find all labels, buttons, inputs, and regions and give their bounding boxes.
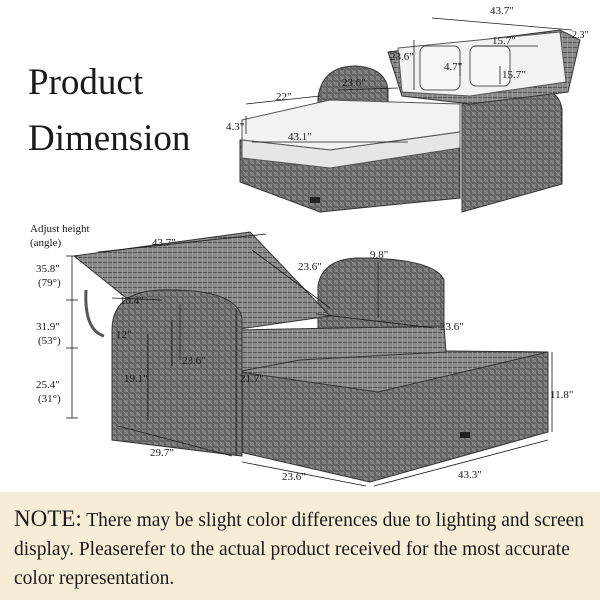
note-label: NOTE: xyxy=(14,506,82,531)
back-length-label: 23.6" xyxy=(298,261,322,273)
height-3-angle: (31°) xyxy=(38,393,61,405)
overall-depth-label: 29.7" xyxy=(150,447,174,459)
height-1-angle: (79°) xyxy=(38,277,61,289)
height-1-value: 35.8" xyxy=(36,263,60,275)
leg-height-label: 19.1" xyxy=(124,373,148,385)
bottom-dimension-lines xyxy=(66,233,553,487)
top-depth-right-label: 2.3" xyxy=(572,30,589,41)
seat-length-label: 23.6" xyxy=(440,321,464,333)
title-product: Product xyxy=(28,62,144,103)
top-seat-width-label: 43.1" xyxy=(288,131,312,143)
product-illustration: 43.7" 2.3" 23.6" 15.7" 4.7" 15.7" 23.6" … xyxy=(30,5,589,487)
top-cushion-height-label: 4.3" xyxy=(226,121,244,133)
top-pillow-thickness-label: 4.7" xyxy=(444,61,462,73)
height-2-angle: (53°) xyxy=(38,335,61,347)
top-seat-depth-label: 23.6" xyxy=(342,77,366,89)
base-height-label: 21.7" xyxy=(240,373,264,385)
arm-width-label: 9.8" xyxy=(370,249,388,261)
top-pillow-width-label: 15.7" xyxy=(492,35,516,47)
back-width-label: 43.7" xyxy=(152,237,176,249)
note-text: There may be slight color differences du… xyxy=(14,510,585,589)
adjust-height-label: Adjust height xyxy=(30,223,90,235)
arm-height-label: 23.6" xyxy=(182,355,206,367)
top-arm-depth-label: 22" xyxy=(276,91,292,103)
ottoman-depth-label: 23.6" xyxy=(282,471,306,483)
note-panel: NOTE: There may be slight color differen… xyxy=(0,492,600,600)
adjust-angle-label: (angle) xyxy=(30,237,61,249)
top-back-height-label: 23.6" xyxy=(390,51,414,63)
ottoman-width-label: 43.3" xyxy=(458,469,482,481)
top-sofa-drawing xyxy=(239,29,581,213)
height-2-value: 31.9" xyxy=(36,321,60,333)
top-width-label: 43.7" xyxy=(490,5,514,17)
top-pillow-height-label: 15.7" xyxy=(502,69,526,81)
bottom-chaise-drawing xyxy=(72,231,549,483)
top-dimension-lines xyxy=(245,17,573,143)
height-3-value: 25.4" xyxy=(36,379,60,391)
title-dimension: Dimension xyxy=(28,118,191,159)
arm-top-label: 10.4" xyxy=(120,295,144,307)
arm-inner-label: 12" xyxy=(116,329,132,341)
ottoman-height-label: 11.8" xyxy=(550,389,573,401)
